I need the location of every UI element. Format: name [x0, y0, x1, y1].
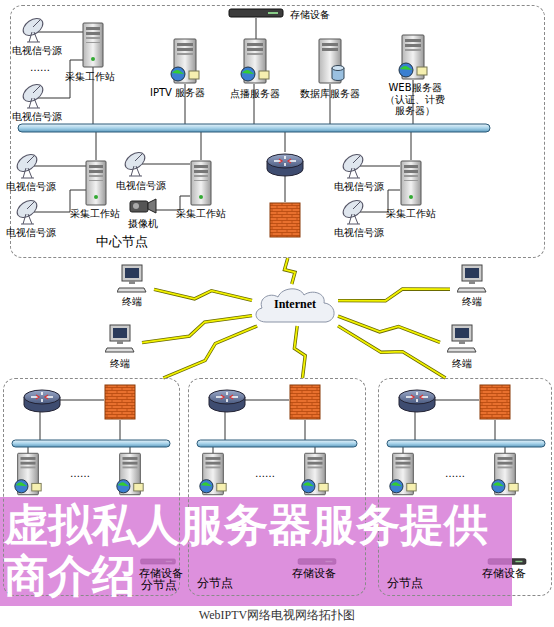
- lightning-link: [294, 326, 305, 378]
- center-region: 中心节点: [10, 5, 545, 258]
- device-label: ……: [70, 468, 90, 480]
- branch-region: 分节点: [378, 378, 552, 596]
- device-label: 电视信号源: [6, 227, 56, 239]
- lightning-link: [285, 258, 296, 284]
- branch-region: 分节点: [188, 378, 366, 596]
- device-label: 采集工作站: [386, 208, 436, 220]
- device-label: 电视信号源: [334, 181, 384, 193]
- device-label: 摄像机: [128, 218, 158, 230]
- device-label: 存储设备: [482, 568, 526, 581]
- lightning-link: [338, 316, 440, 342]
- device-label: 电视信号源: [116, 180, 166, 192]
- device-label: 电视信号源: [12, 45, 62, 57]
- lightning-link: [163, 326, 257, 378]
- device-label: 存储设备: [139, 568, 183, 581]
- device-label: 采集工作站: [176, 208, 226, 220]
- device-label: ……: [445, 468, 465, 480]
- device-label: 点播服务器: [230, 88, 280, 100]
- lightning-link: [338, 326, 446, 378]
- node-label: 终端: [110, 358, 130, 370]
- terminal: 终端: [440, 322, 484, 374]
- lightning-link: [142, 316, 252, 343]
- device-label: 存储设备: [292, 568, 336, 581]
- watermark-text: 虚拟私人服务器服务提供商介绍: [4, 500, 512, 601]
- node-label: 分节点: [387, 577, 423, 591]
- cloud-label: Internet: [274, 298, 316, 312]
- terminal: 终端: [450, 262, 494, 312]
- device-label: 采集工作站: [65, 71, 115, 83]
- node-label: 终端: [122, 296, 142, 308]
- device-label: ……: [255, 468, 275, 480]
- device-label: 数据库服务器: [300, 88, 360, 100]
- device-label: 存储设备: [290, 9, 330, 21]
- terminal: 终端: [98, 322, 142, 374]
- internet-cloud: Internet: [252, 284, 338, 326]
- device-label: ……: [30, 62, 50, 74]
- node-label: 分节点: [197, 577, 233, 591]
- node-label: 终端: [462, 296, 482, 308]
- device-label: 电视信号源: [334, 227, 384, 239]
- device-label: WEB服务器（认证、计费服务器）: [383, 82, 447, 117]
- device-label: IPTV 服务器: [150, 87, 205, 99]
- lightning-link: [154, 289, 252, 300]
- node-label: 中心节点: [96, 235, 148, 250]
- node-label: 终端: [452, 358, 472, 370]
- device-label: 电视信号源: [6, 181, 56, 193]
- lightning-link: [338, 289, 450, 301]
- terminal: 终端: [110, 262, 154, 312]
- node-label: 分节点: [141, 579, 177, 593]
- device-label: 电视信号源: [12, 111, 62, 123]
- device-label: 采集工作站: [70, 208, 120, 220]
- diagram-caption: WebIPTV网络电视网络拓扑图: [0, 609, 554, 623]
